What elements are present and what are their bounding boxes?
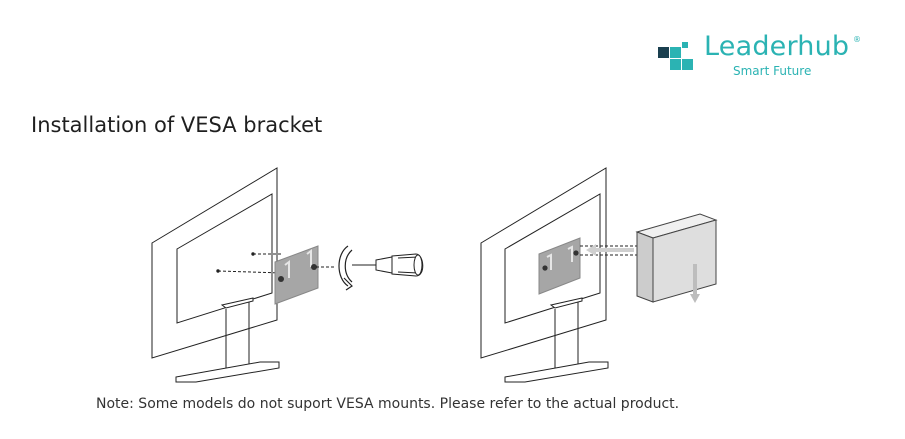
- page-title: Installation of VESA bracket: [31, 113, 323, 137]
- leaderhub-logo-mark-icon: [658, 42, 693, 70]
- installation-illustration: [151, 167, 718, 383]
- monitor-mini-pc-mount-icon: [480, 167, 642, 383]
- monitor-bracket-screw-icon: [151, 167, 335, 383]
- rotation-arrow-icon: [338, 245, 353, 291]
- brand-tagline: Smart Future: [733, 64, 812, 78]
- arrow-down-icon: [690, 264, 700, 303]
- arrow-left-icon: [586, 244, 634, 256]
- note-text: Note: Some models do not suport VESA mou…: [96, 396, 680, 412]
- mini-pc-box-icon: [635, 213, 718, 303]
- brand-name: Leaderhub: [704, 31, 850, 62]
- brand-logo: Leaderhub ® Smart Future: [658, 31, 863, 84]
- screwdriver-icon: [352, 253, 424, 277]
- registered-mark: ®: [853, 35, 861, 44]
